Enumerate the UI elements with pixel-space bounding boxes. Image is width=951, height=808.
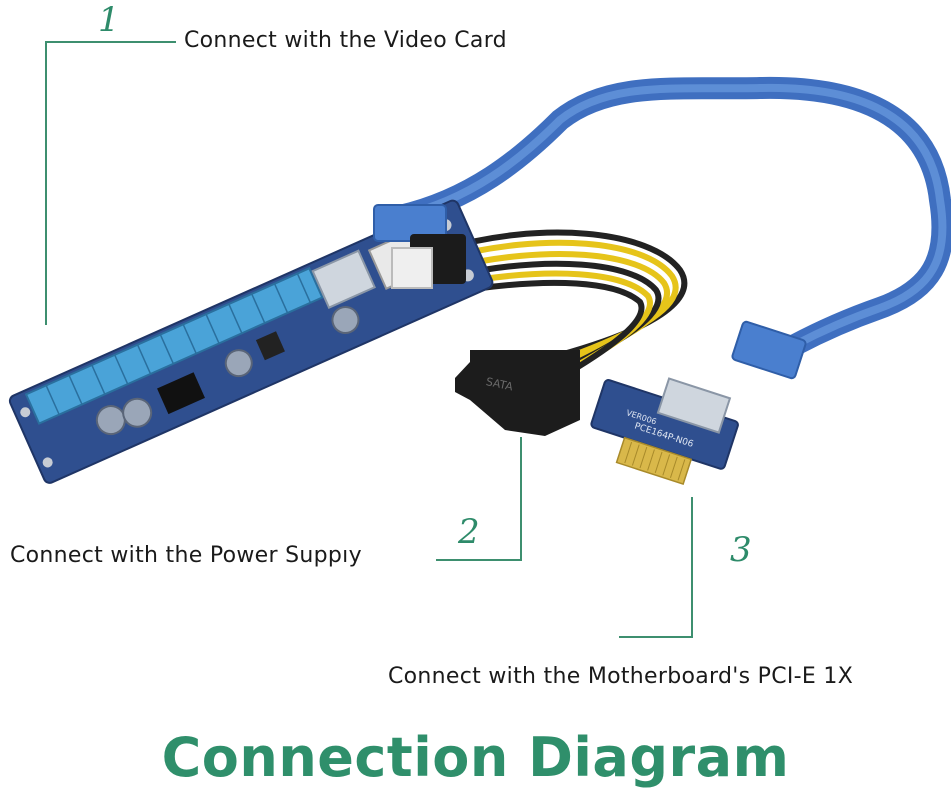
callout-label-motherboard: Connect with the Motherboard's PCI-E 1X [388,664,854,689]
sata-connector: SATA [455,350,580,436]
callout-number-3: 3 [730,530,752,570]
callout-number-2: 2 [458,512,480,552]
usb-cable [389,76,951,356]
six-pin-connector [391,234,466,289]
diagram-title: Connection Diagram [161,726,790,789]
callout-label-power-supply: Connect with the Power Suppıy [10,543,362,568]
callout-number-1: 1 [98,0,120,40]
usb-plug-adapter [731,320,807,380]
leader-line-2 [436,437,522,561]
pcie-1x-adapter: PCE164P-N06 VER006 [590,377,739,486]
leader-lines [45,41,693,638]
callout-label-video-card: Connect with the Video Card [184,28,507,53]
leader-line-3 [619,497,693,638]
leader-line-1 [45,41,176,325]
sata-label: SATA [485,375,515,393]
power-wires [437,229,688,391]
